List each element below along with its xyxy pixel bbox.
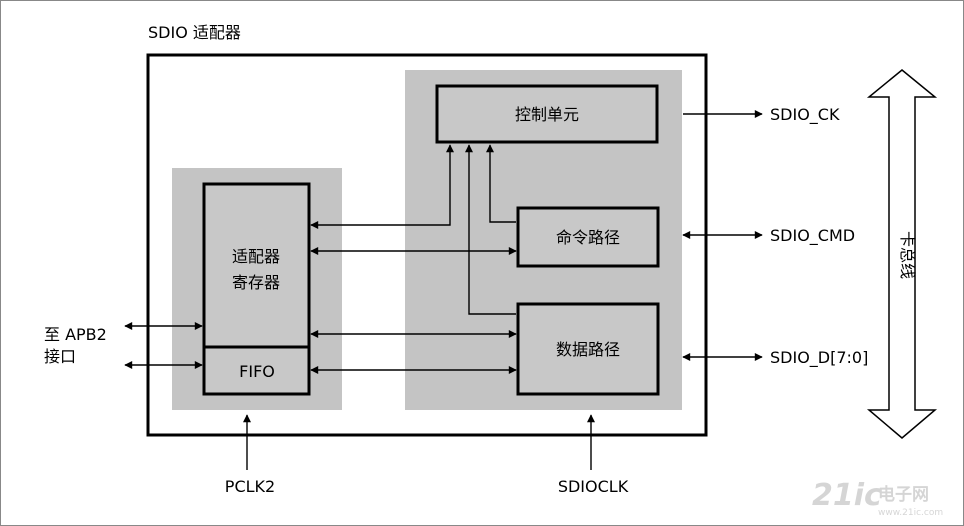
sdio-cmd-label: SDIO_CMD <box>770 226 855 246</box>
command-to-control-arrow <box>486 144 516 223</box>
card-bus-arrow <box>866 69 938 439</box>
sdio-d-label: SDIO_D[7:0] <box>770 348 868 368</box>
sdioclk-label: SDIOCLK <box>558 477 629 496</box>
registers-control-arrow <box>310 144 454 229</box>
pclk2-label: PCLK2 <box>225 477 275 496</box>
watermark-name: 电子网 <box>878 484 929 505</box>
control-unit-block <box>435 84 659 144</box>
adapter-registers-label-line2: 寄存器 <box>232 273 280 292</box>
data-to-control-arrow <box>465 144 516 315</box>
control-unit-label: 控制单元 <box>515 105 579 124</box>
apb2-label-line1: 至 APB2 <box>44 325 107 344</box>
adapter-registers-block <box>202 182 311 396</box>
command-path-label: 命令路径 <box>556 228 620 247</box>
watermark: 21ic 电子网 www.21ic.com <box>812 478 943 518</box>
diagram-title: SDIO 适配器 <box>148 23 241 42</box>
command-path-block <box>516 206 660 268</box>
adapter-registers-label-line1: 适配器 <box>232 247 280 266</box>
fifo-label: FIFO <box>239 362 275 381</box>
sdio-ck-label: SDIO_CK <box>770 105 840 125</box>
watermark-domain: www.21ic.com <box>878 508 943 518</box>
card-bus-label: 卡总线 <box>898 231 917 279</box>
data-path-block <box>516 302 660 396</box>
watermark-brand: 21ic <box>812 478 882 513</box>
data-path-label: 数据路径 <box>556 340 620 359</box>
apb2-label-line2: 接口 <box>44 347 76 366</box>
